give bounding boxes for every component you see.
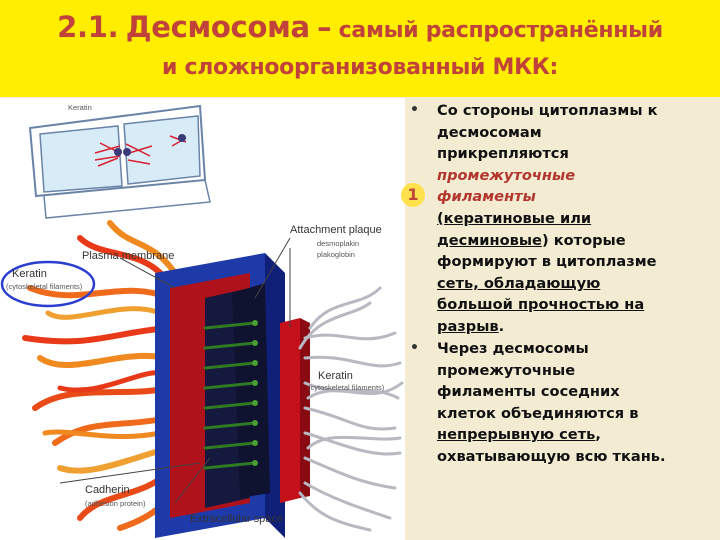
label-keratin-left-sub: (cytoskeletal filaments)	[6, 282, 83, 291]
cadherin-heads	[252, 320, 258, 466]
membrane-block	[155, 253, 285, 538]
label-keratin-right: Keratin	[318, 370, 353, 382]
label-extracellular-space: Extracellular space	[190, 513, 283, 525]
text-line: Со стороны цитоплазмы к	[437, 102, 658, 119]
bullet-2-icon: •	[410, 340, 419, 356]
text-line: филаменты соседних	[437, 383, 620, 401]
text-line: Через десмосомы	[437, 340, 589, 357]
text-line-underlined: сеть, обладающую	[437, 274, 601, 292]
text-line: непрерывную сеть,	[437, 424, 601, 446]
label-desmoplakin: desmoplakin	[317, 239, 360, 248]
right-plaque	[280, 318, 310, 503]
text-line: охватывающую всю ткань.	[437, 448, 666, 465]
text-line-italic: филаменты	[437, 188, 536, 206]
text-line: формируют в цитоплазме	[437, 253, 657, 271]
bullet-1-icon: •	[410, 102, 419, 118]
title-dash: –	[317, 10, 332, 44]
desmosome-illustration	[0, 104, 404, 538]
label-cadherin: Cadherin	[85, 484, 130, 496]
slide-title-line1: 2.1. Десмосома – самый распространённый	[0, 10, 720, 44]
keratin-highlight-circle	[0, 260, 96, 308]
label-keratin-right-sub: (cytoskeletal filaments)	[308, 383, 385, 392]
text-plain: .	[498, 318, 505, 335]
text-line-italic: промежуточные	[437, 166, 576, 184]
title-term: Десмосома	[125, 10, 310, 44]
text-underlined: непрерывную сеть	[437, 426, 596, 444]
desmosome-figure: Keratin Plasma membrane Keratin (cytoske…	[0, 98, 405, 540]
text-line: десмосомам	[437, 123, 542, 141]
text-underlined: десминовые	[437, 231, 542, 249]
text-line-underlined: большой прочностью на	[437, 296, 645, 314]
number-badge: 1	[401, 183, 425, 207]
text-line-underlined: (кератиновые или	[437, 210, 592, 227]
label-cadherin-sub: (adhesion protein)	[85, 499, 146, 508]
label-plakoglobin: plakoglobin	[317, 250, 355, 259]
title-banner: 2.1. Десмосома – самый распространённый …	[0, 0, 720, 97]
title-rest: самый распространённый	[338, 18, 663, 43]
cell-inset	[28, 104, 211, 219]
text-plain: ,	[595, 426, 601, 444]
text-line: промежуточные	[437, 361, 576, 379]
text-line: разрыв.	[437, 316, 504, 338]
text-line: десминовые) которые	[437, 230, 626, 252]
text-plain: ) которые	[541, 231, 626, 249]
title-number: 2.1.	[57, 10, 119, 44]
label-keratin-inset: Keratin	[68, 103, 92, 112]
keratin-filaments-right	[298, 286, 404, 532]
label-leader-lines	[59, 237, 291, 504]
label-plasma-membrane: Plasma membrane	[82, 250, 175, 262]
text-line: клеток объединяются в	[437, 404, 639, 422]
text-line: прикрепляются	[437, 145, 569, 163]
label-attachment-plaque: Attachment plaque	[290, 224, 382, 236]
slide-title-line2: и сложноорганизованный МКК:	[162, 55, 558, 80]
text-underlined: разрыв	[437, 318, 499, 335]
cadherin-molecules	[203, 321, 257, 470]
label-keratin-left: Keratin	[12, 268, 47, 280]
